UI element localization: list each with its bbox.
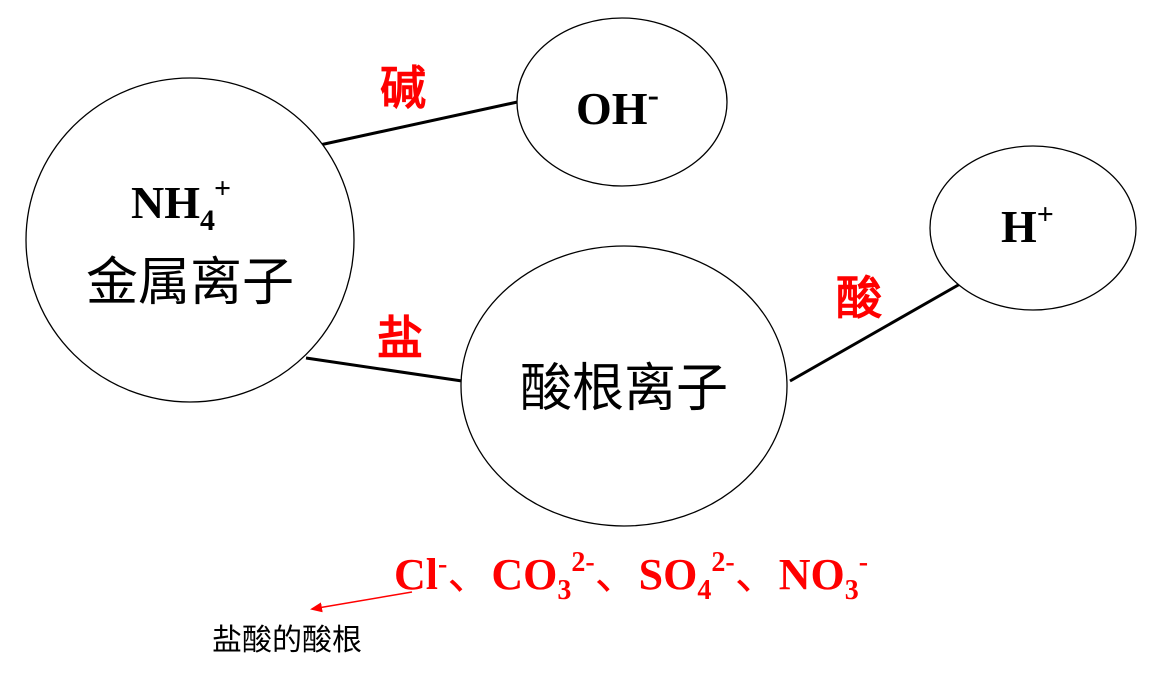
example-co3-sup: 2- <box>571 547 594 578</box>
example-so4: SO <box>639 550 698 599</box>
hydrogen-main: H <box>1001 201 1037 252</box>
annotation-arrow <box>310 591 413 613</box>
example-so4-sup: 2- <box>711 547 734 578</box>
hydroxide-formula: OH- <box>576 77 659 134</box>
edge-label-salt: 盐 <box>377 313 423 364</box>
metal-ion-label: 金属离子 <box>86 255 294 312</box>
acid-radical-label: 酸根离子 <box>520 361 728 418</box>
example-no3-sub: 3 <box>845 575 859 606</box>
example-cl: Cl <box>394 550 438 599</box>
edge-label-base: 碱 <box>380 63 426 114</box>
example-so4-sub: 4 <box>697 575 711 606</box>
hydroxide-main: OH <box>576 83 648 134</box>
example-cl-sup: - <box>438 549 447 580</box>
metal-ion-formula-main: NH <box>131 177 200 228</box>
edge-line-acid <box>789 282 961 383</box>
example-no3: NO <box>779 550 845 599</box>
example-sep-3: 、 <box>735 550 779 599</box>
acid-radical-examples: Cl-、CO32-、SO42-、NO3- <box>394 547 868 606</box>
edge-line-salt <box>305 356 463 383</box>
hydroxide-circle <box>516 17 728 187</box>
hydrogen-formula: H+ <box>1001 198 1054 252</box>
example-sep-2: 、 <box>595 550 639 599</box>
metal-ion-circle <box>25 77 355 403</box>
metal-ion-formula-sub: 4 <box>200 204 215 237</box>
hydrogen-circle <box>929 145 1137 311</box>
example-co3: CO <box>491 550 557 599</box>
hydrogen-sup: + <box>1037 198 1054 231</box>
example-sep-1: 、 <box>447 550 491 599</box>
edge-label-acid: 酸 <box>836 273 883 324</box>
example-co3-sub: 3 <box>557 575 571 606</box>
annotation-text: 盐酸的酸根 <box>212 624 362 657</box>
acid-radical-circle <box>460 245 788 527</box>
edge-line-base <box>305 99 523 150</box>
metal-ion-formula: NH4+ <box>131 172 231 237</box>
example-no3-sup: - <box>859 547 868 578</box>
metal-ion-formula-sup: + <box>214 172 231 205</box>
hydroxide-sup: - <box>648 77 659 114</box>
